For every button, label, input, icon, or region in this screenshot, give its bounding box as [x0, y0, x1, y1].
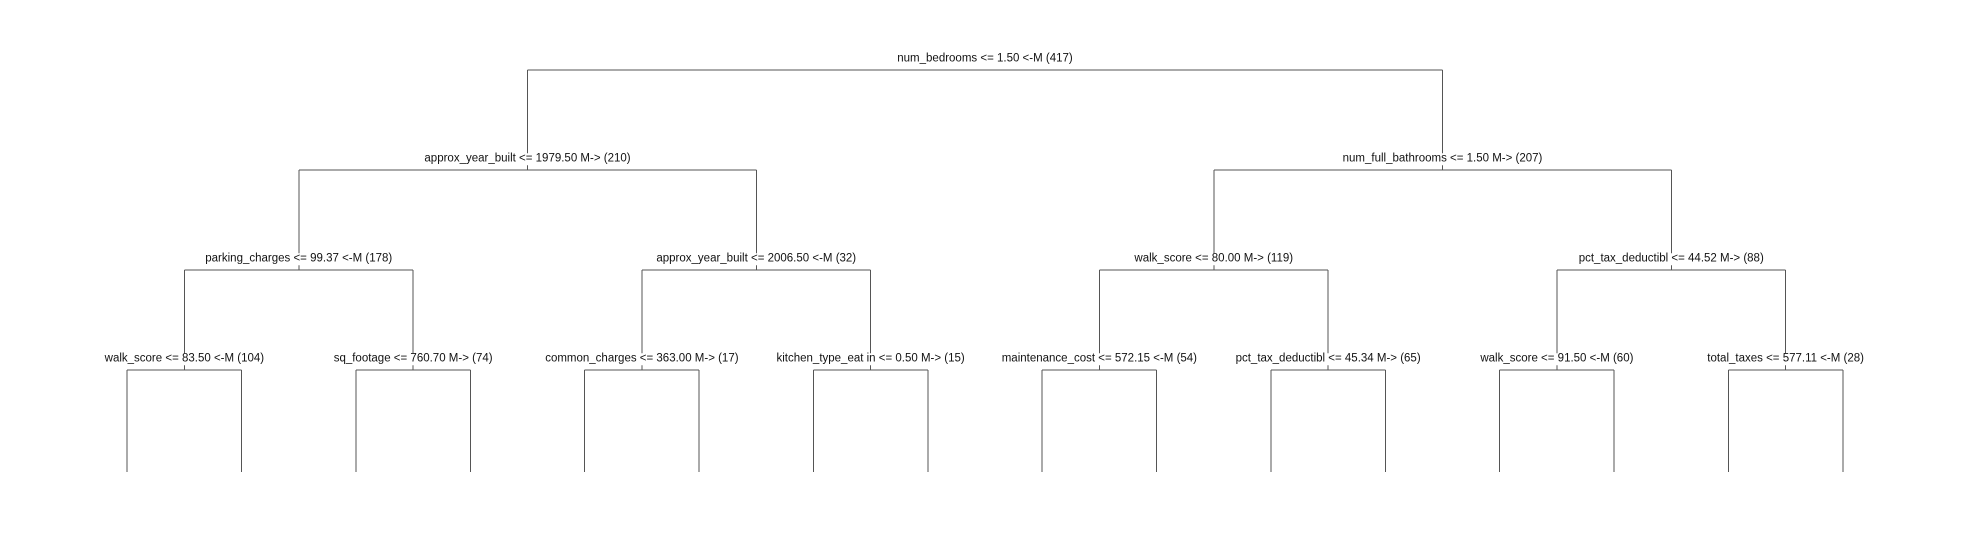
node-label: num_full_bathrooms <= 1.50 M-> (207): [1341, 152, 1544, 165]
node-label: common_charges <= 363.00 M-> (17): [544, 352, 740, 365]
node-label: approx_year_built <= 2006.50 <-M (32): [655, 252, 858, 265]
node-label: approx_year_built <= 1979.50 M-> (210): [423, 152, 632, 165]
node-label: walk_score <= 80.00 M-> (119): [1133, 252, 1295, 265]
node-label: num_bedrooms <= 1.50 <-M (417): [896, 52, 1074, 65]
node-label: total_taxes <= 577.11 <-M (28): [1706, 352, 1865, 365]
node-label: maintenance_cost <= 572.15 <-M (54): [1000, 352, 1199, 365]
node-label: walk_score <= 83.50 <-M (104): [103, 352, 266, 365]
node-label: walk_score <= 91.50 <-M (60): [1479, 352, 1635, 365]
node-label: parking_charges <= 99.37 <-M (178): [204, 252, 394, 265]
node-label: pct_tax_deductibl <= 45.34 M-> (65): [1234, 352, 1422, 365]
node-label: sq_footage <= 760.70 M-> (74): [332, 352, 494, 365]
node-label: kitchen_type_eat in <= 0.50 M-> (15): [775, 352, 966, 365]
node-label: pct_tax_deductibl <= 44.52 M-> (88): [1577, 252, 1765, 265]
